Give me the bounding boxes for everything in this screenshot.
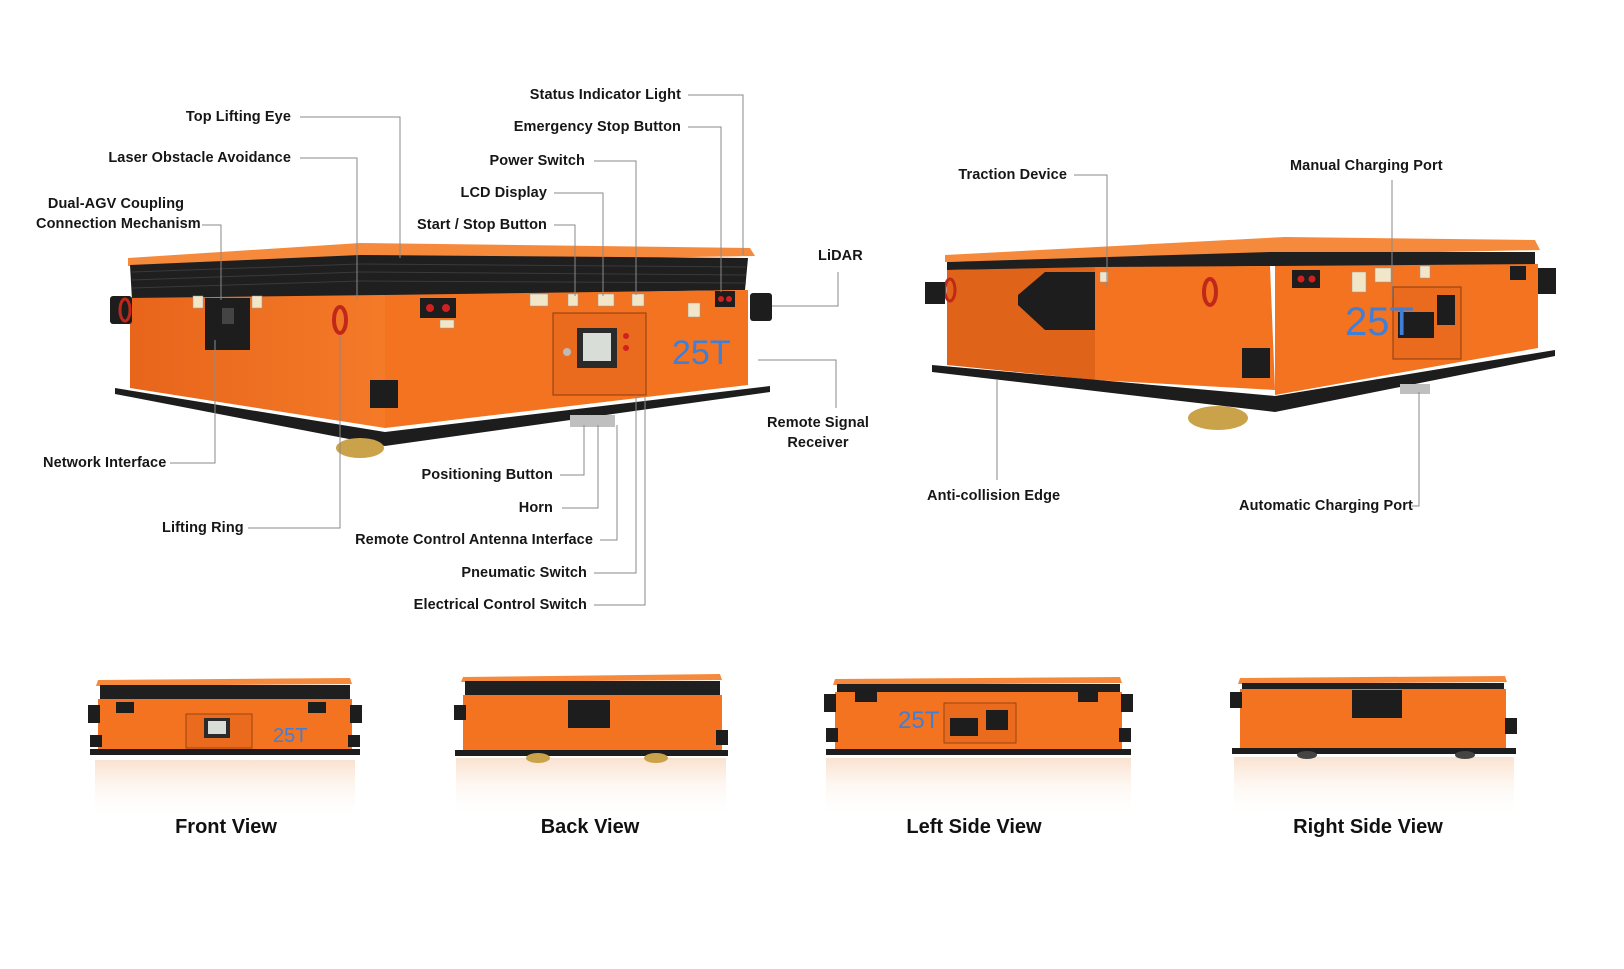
label-power-switch: Power Switch [489, 153, 585, 169]
label-lifting-ring: Lifting Ring [162, 520, 244, 536]
label-status-indicator-light: Status Indicator Light [529, 87, 681, 103]
drive-wheel [336, 438, 384, 458]
capacity-marking-main: 25T [672, 334, 731, 372]
main-agv-isometric: 25T [110, 243, 772, 458]
label-laser-obstacle-avoidance: Laser Obstacle Avoidance [108, 150, 291, 166]
front-view-illustration: 25T [88, 678, 362, 820]
label-top-lifting-eye: Top Lifting Eye [185, 109, 291, 125]
right-side-view-illustration [1230, 676, 1517, 817]
label-horn: Horn [518, 500, 553, 516]
lifting-ring [332, 305, 348, 335]
base-bumper [115, 386, 770, 446]
label-lcd-display: LCD Display [460, 185, 547, 201]
label-emergency-stop-button: Emergency Stop Button [513, 119, 681, 135]
label-positioning-button: Positioning Button [421, 467, 553, 483]
label-dual-agv-coupling: Dual-AGV Coupling Connection Mechanism [36, 194, 201, 234]
side-bracket-right [750, 293, 772, 321]
label-automatic-charging-port: Automatic Charging Port [1239, 498, 1413, 514]
network-interface-box [370, 380, 398, 408]
label-lidar: LiDAR [818, 248, 863, 264]
caption-front-view: Front View [175, 816, 277, 838]
label-remote-control-antenna-interface: Remote Control Antenna Interface [355, 532, 593, 548]
side-agv-isometric: 25T [925, 237, 1556, 430]
top-plate-2 [945, 237, 1540, 262]
svg-text:25T: 25T [273, 725, 307, 747]
leader-lines-main [170, 94, 1420, 606]
caption-right-side-view: Right Side View [1293, 816, 1443, 838]
label-manual-charging-port: Manual Charging Port [1290, 158, 1443, 174]
caption-left-side-view: Left Side View [906, 816, 1042, 838]
traction-device [1018, 272, 1095, 330]
button-panel [420, 298, 456, 318]
label-network-interface: Network Interface [43, 455, 167, 471]
svg-text:25T: 25T [898, 707, 940, 734]
base-bumper-2 [932, 350, 1555, 412]
label-anti-collision-edge: Anti-collision Edge [927, 488, 1061, 504]
label-pneumatic-switch: Pneumatic Switch [461, 565, 587, 581]
label-dual-agv-coupling-line2: Connection Mechanism [36, 216, 201, 232]
label-dual-agv-coupling-line1: Dual-AGV Coupling [47, 196, 185, 212]
back-view-illustration [454, 674, 728, 818]
lcd-display-screen [583, 333, 611, 361]
label-traction-device: Traction Device [958, 167, 1067, 183]
label-start-stop-button: Start / Stop Button [417, 217, 547, 233]
label-electrical-control-switch: Electrical Control Switch [413, 597, 587, 613]
left-side-view-illustration: 25T [824, 677, 1133, 818]
bellows-right [360, 255, 748, 296]
manual-charging-port [1398, 312, 1434, 338]
caption-back-view: Back View [540, 816, 640, 838]
label-remote-signal-receiver: Remote Signal Receiver [758, 413, 878, 453]
label-remote-signal-receiver-line2: Receiver [787, 435, 849, 451]
left-face [130, 295, 385, 428]
label-remote-signal-receiver-line1: Remote Signal [766, 415, 869, 431]
capacity-marking-side: 25T [1345, 300, 1414, 344]
